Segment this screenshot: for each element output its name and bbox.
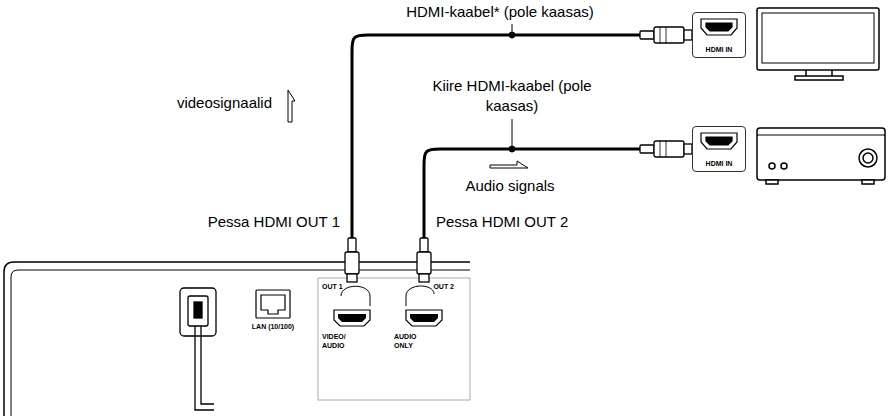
- hdmi-plug-part: [684, 144, 692, 154]
- socket-label: Pessa HDMI OUT 1: [180, 212, 340, 232]
- av-receiver-part: [781, 163, 787, 169]
- hdmi-plug-part: [640, 31, 654, 39]
- hdmi-port-icon-part: [706, 137, 732, 145]
- hdmi-plug-part: [419, 274, 429, 282]
- hdmi-plug-part: [640, 145, 654, 153]
- player-body: [4, 262, 470, 416]
- cable-label: Kiire HDMI-kaabel (pole kaasas): [432, 76, 592, 116]
- power-inlet-part: [180, 288, 216, 336]
- port-caption: LAN (10/100): [243, 323, 303, 331]
- hdmi-panel-part: [318, 278, 470, 400]
- port-label: OUT 2: [394, 283, 454, 291]
- power-inlet-part: [195, 326, 214, 410]
- hdmi-plug-part: [654, 141, 684, 157]
- hdmi-port-icon-part: [701, 19, 737, 35]
- hdmi-plug-part: [347, 274, 357, 282]
- hdmi-panel-part: [341, 286, 370, 306]
- hdmi-panel: [318, 278, 470, 400]
- hdmi-plug: [345, 27, 692, 282]
- port-label: OUT 1: [322, 283, 382, 291]
- port-caption: VIDEO/ AUDIO: [322, 333, 356, 350]
- socket-label: Pessa HDMI OUT 2: [436, 212, 596, 232]
- hdmi-plug-part: [660, 141, 666, 157]
- tv-set-part: [795, 76, 843, 80]
- av-receiver: [757, 128, 885, 184]
- player-body-part: [4, 262, 470, 416]
- power-inlet: [180, 288, 216, 410]
- hdmi-cable: [352, 35, 692, 280]
- hdmi-plug-part: [345, 252, 359, 274]
- av-receiver-part: [862, 180, 874, 184]
- hdmi-plug-part: [654, 27, 684, 43]
- av-receiver-part: [859, 149, 877, 167]
- tv-set-part: [757, 8, 879, 70]
- hdmi-panel-part: [334, 310, 370, 326]
- av-receiver-part: [863, 153, 873, 163]
- hdmi-panel-part: [406, 310, 442, 326]
- port-box: HDMI IN: [692, 126, 746, 172]
- port-group: OUT 2 AUDIO ONLY: [392, 280, 456, 352]
- hdmi-panel-part: [406, 286, 434, 306]
- port-caption: AUDIO ONLY: [394, 333, 428, 350]
- leader-line-part: [512, 119, 513, 146]
- hdmi-plug-part: [420, 238, 428, 252]
- port-label: HDMI IN: [695, 160, 743, 168]
- leader-line-part: [512, 24, 513, 32]
- hdmi-panel-part: [410, 314, 438, 322]
- leader-line-part: [509, 32, 515, 38]
- port-group: OUT 1 VIDEO/ AUDIO: [320, 280, 384, 352]
- av-receiver-part: [766, 180, 778, 184]
- signal-arrow-part: [288, 90, 295, 122]
- power-inlet-part: [188, 296, 208, 326]
- hdmi-port-icon-part: [706, 23, 732, 31]
- player-body-part: [11, 270, 470, 416]
- hdmi-plug-part: [684, 30, 692, 40]
- lan-port-part: [261, 295, 285, 314]
- signal-label: videosignaalid: [150, 93, 272, 113]
- signal-arrow-part: [490, 161, 528, 168]
- hdmi-plug-part: [417, 252, 431, 274]
- hdmi-port-icon: [701, 19, 737, 149]
- tv-set: [757, 8, 879, 80]
- hdmi-cable: [424, 149, 692, 280]
- hdmi-plug-part: [660, 27, 666, 43]
- cable-label: HDMI-kaabel* (pole kaasas): [400, 2, 600, 22]
- port-label: HDMI IN: [695, 46, 743, 54]
- signal-label: Audio signals: [440, 176, 580, 196]
- tv-set-part: [762, 13, 874, 63]
- hdmi-panel-part: [338, 314, 366, 322]
- av-receiver-part: [769, 163, 775, 169]
- leader-line-part: [509, 146, 515, 152]
- tv-set-part: [806, 70, 832, 76]
- av-receiver-part: [757, 128, 885, 180]
- lan-port-part: [256, 290, 290, 318]
- hdmi-port-icon-part: [701, 133, 737, 149]
- lan-port: [256, 290, 290, 318]
- hdmi-plug-part: [348, 238, 356, 252]
- power-inlet-part: [194, 302, 202, 318]
- port-box: HDMI IN: [692, 12, 746, 58]
- av-receiver-part: [757, 135, 885, 136]
